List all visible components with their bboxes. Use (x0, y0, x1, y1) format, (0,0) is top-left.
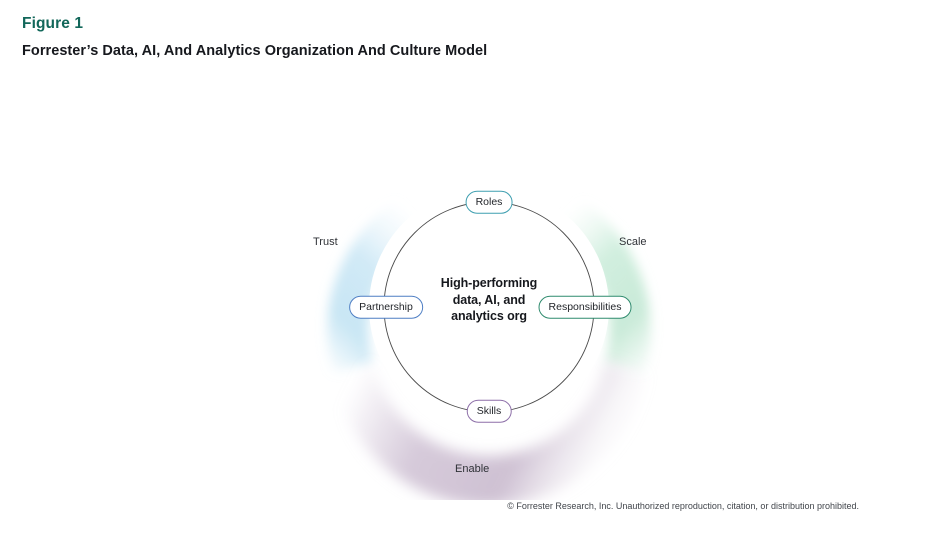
outer-label-enable: Enable (455, 463, 490, 475)
band-enable (333, 361, 645, 500)
diagram-graphic (327, 187, 651, 500)
copyright-notice: © Forrester Research, Inc. Unauthorized … (507, 501, 859, 511)
center-text-line-1: High-performing (440, 276, 538, 290)
diagram-circular-model: Trust Scale Enable High-performing data,… (289, 140, 689, 500)
center-text: High-performing data, AI, and analytics … (409, 275, 569, 325)
center-text-line-2: data, AI, and (452, 292, 526, 307)
outer-label-scale: Scale (619, 236, 647, 248)
node-pill-roles[interactable]: Roles (465, 190, 513, 214)
center-text-line-3: analytics org (451, 309, 527, 323)
figure-header: Figure 1 Forrester’s Data, AI, And Analy… (22, 14, 487, 60)
node-pill-responsibilities[interactable]: Responsibilities (538, 295, 632, 319)
inner-white-disc (369, 187, 609, 427)
figure-title: Forrester’s Data, AI, And Analytics Orga… (22, 43, 488, 59)
node-pill-partnership[interactable]: Partnership (349, 295, 423, 319)
node-pill-skills[interactable]: Skills (466, 399, 512, 423)
figure-label: Figure 1 (22, 15, 84, 32)
outer-label-trust: Trust (313, 236, 338, 248)
